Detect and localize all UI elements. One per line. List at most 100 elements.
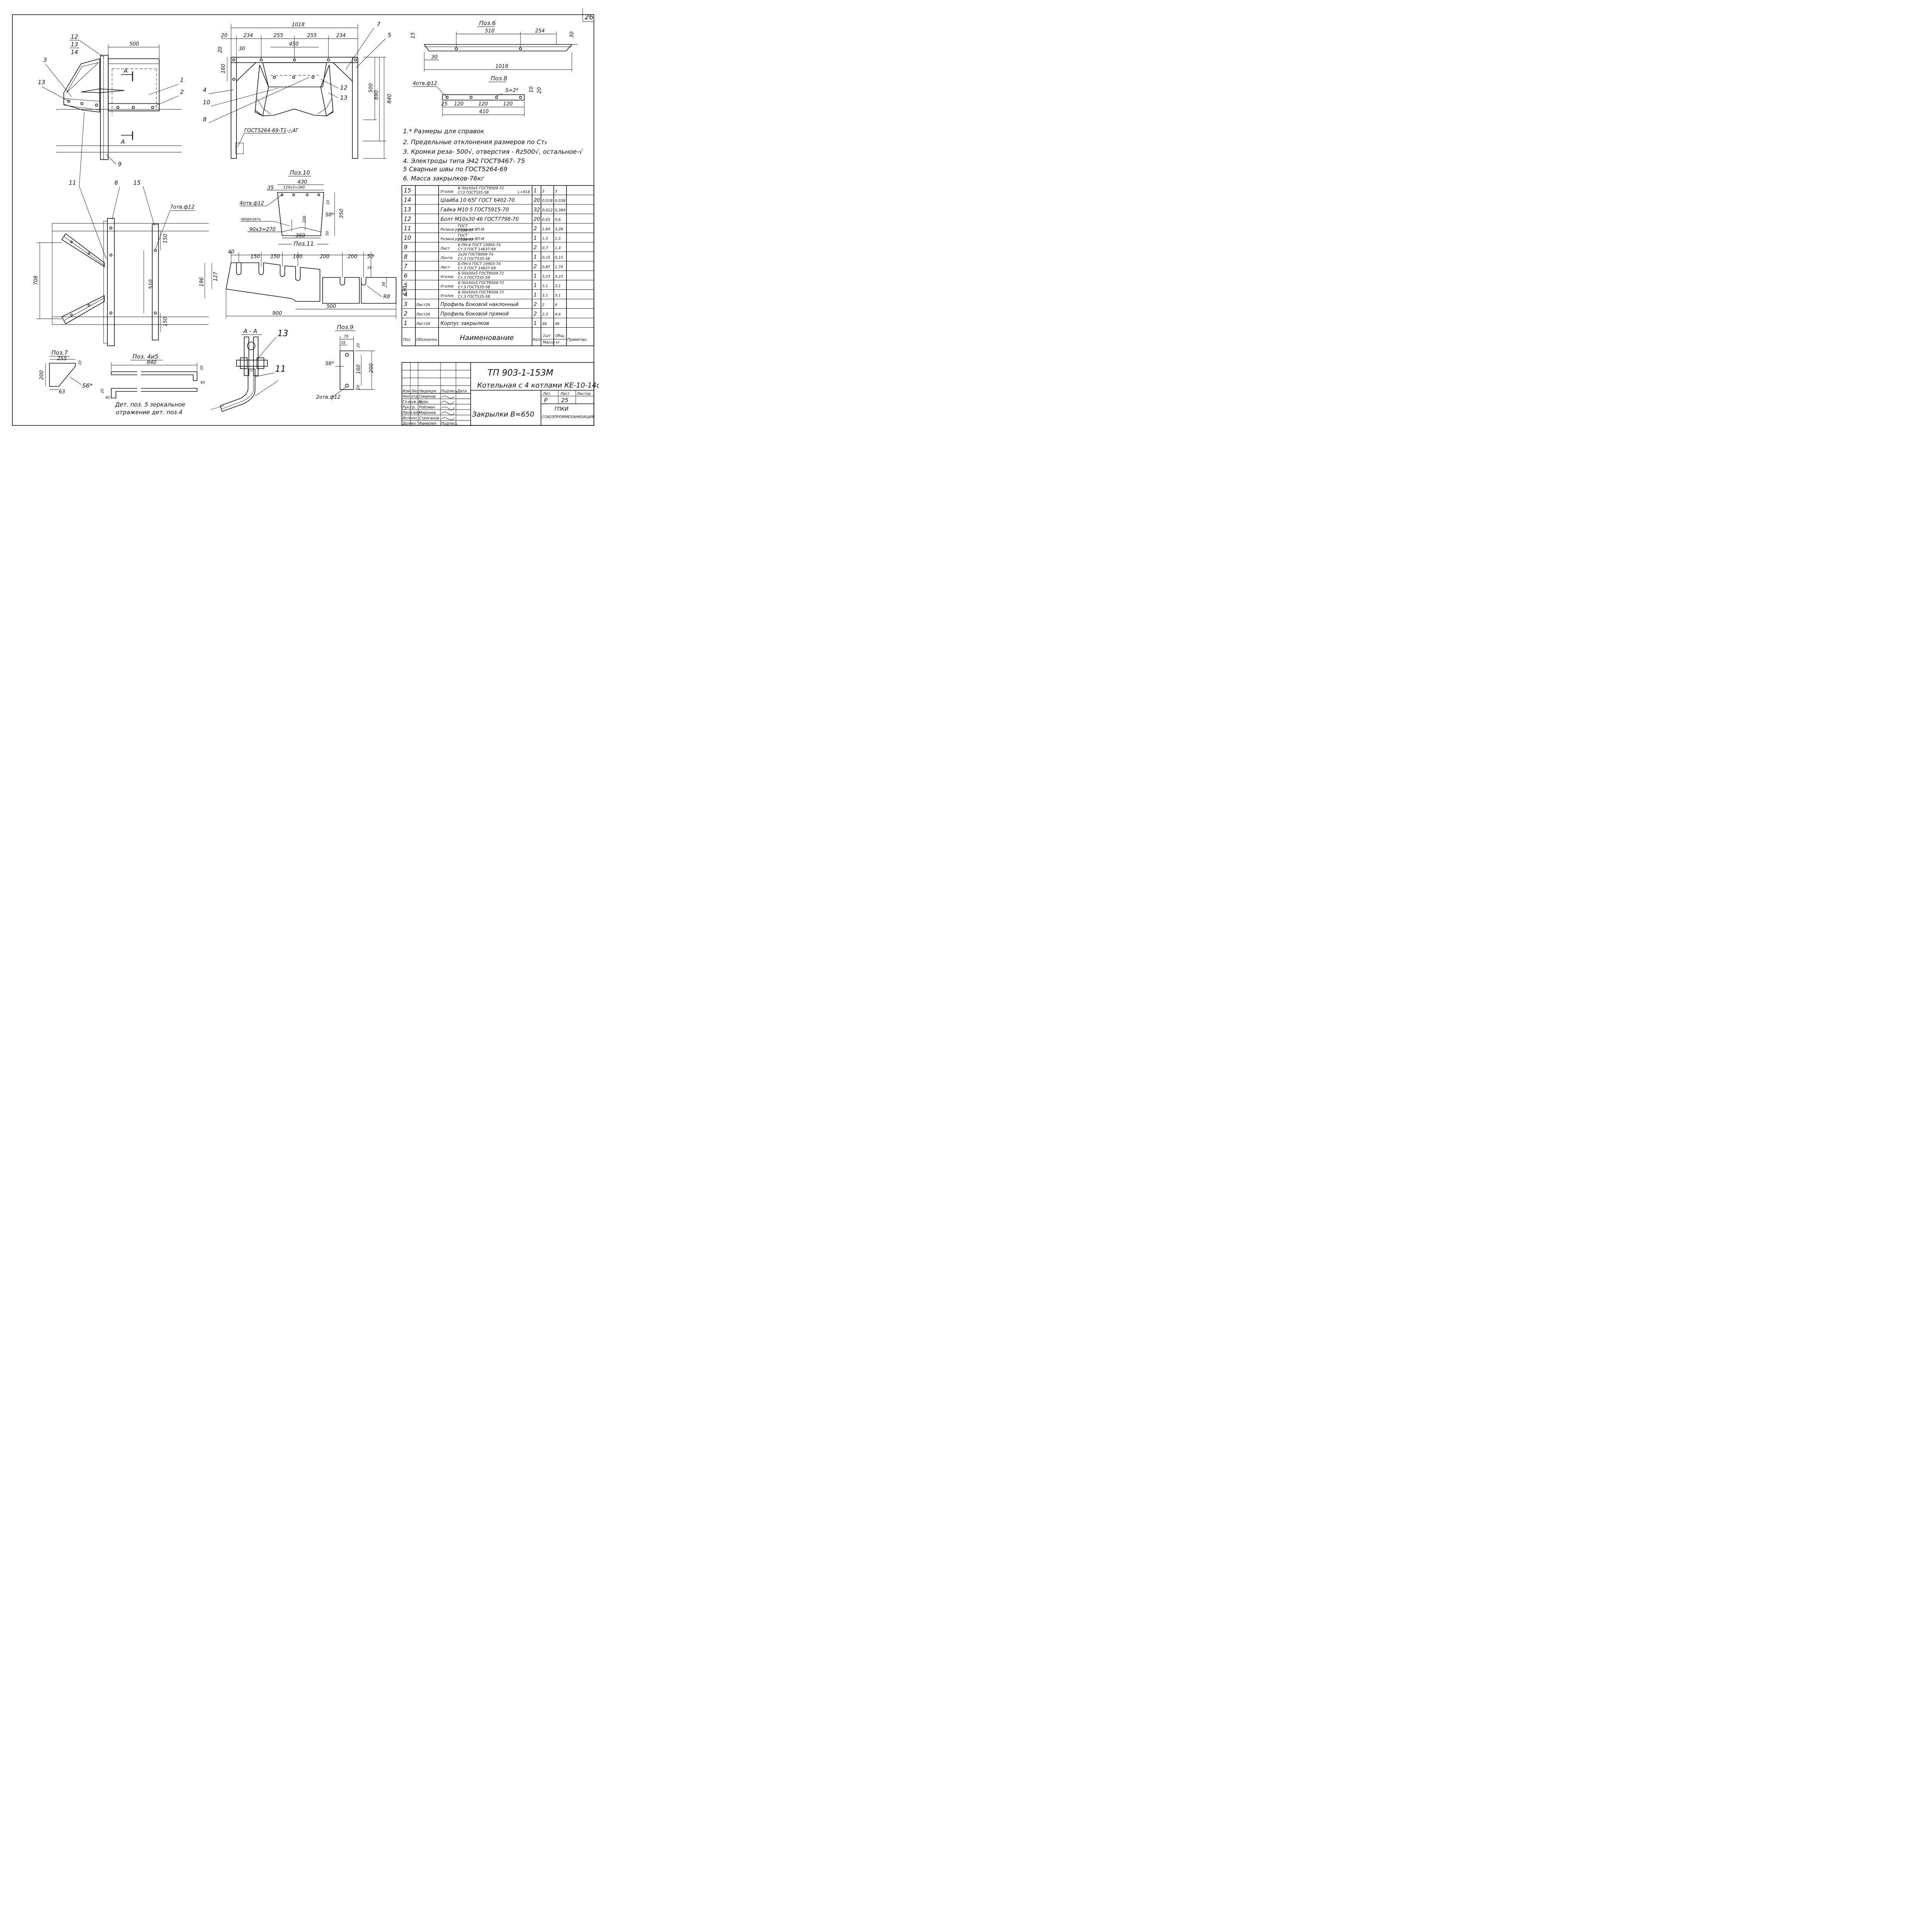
table-cell-total-mass: 0,384	[555, 208, 565, 213]
leader-8: 8	[203, 116, 207, 123]
tb-role-5: Должн	[402, 422, 416, 426]
pos7-dim-10: 10	[78, 361, 82, 365]
table-cell-unit-mass: 0,012	[542, 208, 553, 213]
dim-234-right: 234	[336, 33, 346, 39]
pos11-dim-150b: 150	[270, 254, 280, 260]
note-4: 4. Электроды типа Э42 ГОСТ9467- 75	[403, 157, 525, 165]
pos9-dim-20-top: 20	[356, 343, 361, 348]
table-cell-std2: Ст.3 ГОСТ535-58	[458, 295, 490, 299]
table-cell-name: Профиль боковой наклонный	[440, 302, 519, 308]
table-cell-qty: 2	[534, 245, 537, 251]
table-cell-pos: 14	[404, 197, 411, 204]
table-cell-std2: 7338-77	[458, 238, 473, 242]
table-cell-qty: 1	[534, 321, 537, 327]
pos6-dim-30: 30	[569, 31, 575, 38]
pos10-title: Поз.10	[290, 169, 310, 176]
tb-role-4: Исполн	[403, 416, 417, 420]
hdr-pos: Поз.	[403, 338, 411, 342]
table-cell-pos: 8	[404, 253, 408, 260]
pos10-cut: прорезать	[241, 217, 261, 221]
leader-13b: 13	[38, 79, 45, 86]
tb-col-date: Дата	[457, 389, 467, 393]
section-mark-a-bottom: А	[121, 138, 125, 145]
table-cell-unit-mass: 1,5	[542, 237, 548, 241]
pos6-dim-1018: 1018	[495, 64, 508, 70]
table-cell-qty: 1	[534, 283, 537, 289]
tb-stage-label: Лит.	[543, 392, 551, 396]
signature-2	[441, 401, 455, 404]
tb-stage: Р	[544, 397, 548, 404]
pos8-dim-120c: 120	[503, 101, 513, 107]
pos45-dim-20-top: 20	[200, 366, 204, 370]
table-cell-total-mass: 3,1	[555, 294, 561, 298]
pos10-dim-360: 360	[296, 233, 305, 239]
table-cell-name: Уголок	[440, 190, 454, 194]
hdr-unit-mass: 1шт	[543, 334, 551, 338]
table-cell-total-mass: 3,23	[555, 275, 563, 279]
pos9-dim-200: 200	[369, 363, 374, 373]
tb-sheet: 25	[561, 397, 568, 404]
leader-11: 11	[69, 179, 76, 186]
table-cell-qty: 1	[534, 274, 537, 279]
table-cell-unit-mass: 3	[542, 189, 544, 194]
pos6-dim-254: 254	[535, 28, 545, 34]
pos8-dim-20: 20	[537, 87, 543, 94]
table-cell-name: Шайба 10·65Г ГОСТ 6402-70	[440, 198, 515, 204]
table-cell-total-mass: 4,6	[555, 313, 561, 317]
pos9-thickness: S6*	[325, 361, 335, 367]
tb-sheet-title: Закрылки В=650	[472, 410, 534, 418]
pos10-dim-50: 50	[325, 231, 330, 236]
pos45-dim-40-bottom: 40	[105, 396, 110, 400]
tb-col-list: Лист	[411, 389, 421, 393]
leader-1: 1	[180, 77, 184, 83]
table-cell-unit-mass: 0,7	[542, 246, 548, 250]
table-cell-pos: 13	[404, 206, 411, 213]
table-cell-std1: Б-ПН-4 ГОСТ 19903-74	[458, 262, 501, 266]
signature-1	[441, 396, 455, 398]
table-cell-name: Лист	[440, 247, 450, 251]
tb-name-3: Миронов	[419, 411, 436, 415]
signature-3	[441, 407, 455, 410]
pos8-dim-410: 410	[479, 109, 489, 115]
leader-12: 12	[71, 33, 78, 40]
pos45-note-1: Дет. поз. 5 зеркальное	[115, 401, 185, 408]
section-aa-title: А - А	[243, 328, 257, 335]
pos45-note-2: отражение дет. поз.4	[116, 409, 182, 416]
table-cell-designation: Лист26	[416, 322, 430, 326]
pos11-dim-50: 50	[367, 254, 374, 260]
pos11-dim-100: 100	[293, 254, 303, 260]
note-6: 6. Масса закрылков-76кг	[403, 175, 485, 182]
tb-org2: СОЮЗПРОММЕХАНИЗАЦИЯ	[542, 415, 594, 419]
tb-name-4: Строганов	[419, 416, 439, 420]
table-cell-pos: 4	[404, 291, 408, 298]
table-cell-unit-mass: 46	[542, 322, 547, 326]
table-cell-std2: Ст.3 ГОСТ535-58	[458, 285, 490, 289]
dim-840-v: 840	[387, 94, 393, 104]
pos8-title: Поз.8	[491, 75, 507, 82]
table-cell-qty: 2	[534, 302, 537, 308]
table-cell-designation: Лист26	[416, 313, 430, 317]
pos9-dim-160: 160	[356, 364, 362, 374]
tb-name-0: Смирнов	[419, 395, 436, 399]
leader-3: 3	[43, 56, 47, 63]
table-cell-total-mass: 3,1	[555, 284, 561, 288]
hdr-mass-label: Масса кг	[543, 340, 560, 345]
pos11-dim-38: 38	[382, 282, 386, 287]
pos11-dim-200b: 200	[348, 254, 357, 260]
table-cell-extra: L=918	[518, 190, 530, 194]
tb-doc-code: ТП 903-1-153М	[488, 368, 553, 378]
pos8-dim-120a: 120	[454, 101, 464, 107]
table-cell-qty: 2	[534, 311, 537, 317]
dim-20: 20	[221, 33, 228, 39]
pos10-dim-10: 10	[326, 200, 330, 205]
pos11-dim-500: 500	[327, 304, 336, 310]
leader-4: 4	[203, 87, 207, 94]
leader-15: 15	[133, 179, 141, 186]
leader-13-section: 13	[277, 329, 288, 338]
table-cell-name: Резина рулонная 8П-М	[440, 237, 484, 242]
pos11-dim-900: 900	[272, 311, 282, 316]
dim-160-v: 160	[221, 64, 226, 73]
table-cell-name: Лента	[440, 256, 452, 260]
pos10-dim-350: 350	[339, 209, 345, 218]
tb-role-3: Пров.вер	[403, 411, 420, 415]
